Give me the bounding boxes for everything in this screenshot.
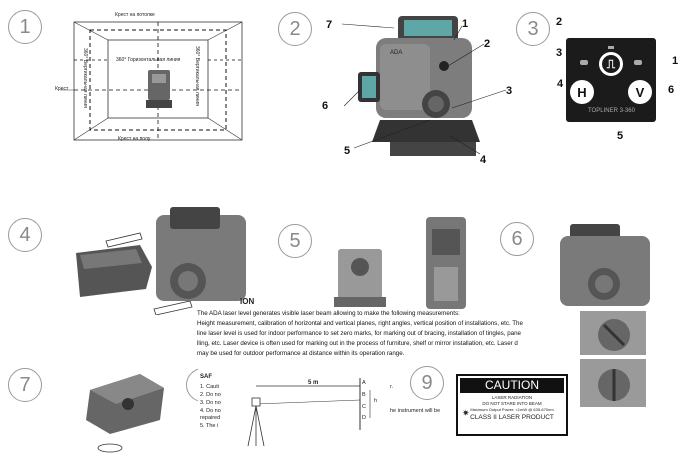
callout-5: 5 bbox=[617, 130, 624, 142]
bracket-illustration bbox=[86, 374, 164, 453]
control-panel: ⎍ H V TOPLINER 3-360 bbox=[566, 38, 656, 122]
power-button[interactable]: ⎍ bbox=[599, 52, 623, 76]
callout-5: 5 bbox=[344, 145, 351, 157]
step-number-4: 4 bbox=[8, 218, 42, 252]
safety-item-4: 4. Do no bbox=[200, 408, 221, 414]
room-projection-diagram bbox=[60, 21, 243, 141]
vertical-line-left-label: 360° Вертикальная линия bbox=[82, 48, 88, 108]
section-heading-fragment: ION bbox=[240, 297, 255, 306]
caution-line-2: DO NOT STARE INTO BEAM bbox=[482, 401, 542, 406]
callout-2: 2 bbox=[484, 38, 491, 50]
ceiling-cross-label: Крест на потолке bbox=[115, 12, 155, 18]
dial-positions-illustration bbox=[580, 311, 646, 407]
device-side-illustration bbox=[560, 224, 650, 306]
indicator-led-left bbox=[580, 60, 588, 65]
safety-item-4b: repaired bbox=[200, 415, 221, 421]
description-line-3: line laser level is used for indoor perf… bbox=[197, 330, 521, 337]
indicator-led-top bbox=[608, 46, 614, 49]
vertical-line-right-label: 360° Вертикальная линия bbox=[194, 46, 200, 106]
base-views-illustration bbox=[334, 217, 466, 309]
step-label: 9 bbox=[421, 371, 433, 394]
step-label: 1 bbox=[19, 15, 31, 38]
callout-4: 4 bbox=[480, 154, 487, 166]
callout-6: 6 bbox=[668, 84, 675, 96]
safety-item-2: 2. Do no bbox=[200, 392, 221, 398]
caution-line-3: Maximum Output Power: <1mW @ 635-670nm bbox=[470, 407, 554, 412]
caution-title: CAUTION bbox=[460, 378, 564, 393]
step-label: 6 bbox=[511, 227, 523, 250]
point-a-label: A bbox=[362, 380, 366, 386]
point-d-label: D bbox=[362, 415, 366, 421]
point-b-label: B bbox=[362, 392, 366, 398]
height-label: h bbox=[374, 398, 378, 404]
vertical-mode-label: V bbox=[635, 84, 645, 100]
model-name: TOPLINER 3-360 bbox=[588, 108, 635, 114]
step-label: 5 bbox=[289, 229, 301, 252]
description-line-1: The ADA laser level generates visible la… bbox=[197, 310, 460, 317]
safety-item-3: 3. Do no bbox=[200, 400, 221, 406]
callout-leader-lines bbox=[341, 23, 507, 155]
point-c-label: C bbox=[362, 404, 366, 410]
horizontal-line-label: 360° Горизонтальная линия bbox=[116, 57, 181, 63]
callout-3: 3 bbox=[506, 85, 513, 97]
cross-label: Крест bbox=[55, 86, 69, 92]
description-line-5: may be used for outdoor performance at d… bbox=[197, 350, 405, 357]
step-number-6: 6 bbox=[500, 222, 534, 256]
callout-2: 2 bbox=[556, 16, 563, 28]
callout-1: 1 bbox=[672, 55, 679, 67]
description-line-2: Height measurement, calibration of horiz… bbox=[197, 320, 523, 327]
step-number-1: 1 bbox=[8, 10, 42, 44]
callout-1: 1 bbox=[462, 18, 469, 30]
measurement-area bbox=[198, 368, 378, 426]
description-line-4: lling, etc. Laser device is often used f… bbox=[197, 340, 518, 347]
horizontal-mode-label: H bbox=[577, 84, 587, 100]
step-label: 7 bbox=[19, 373, 31, 396]
horizontal-mode-button[interactable]: H bbox=[570, 80, 594, 104]
step-label: 4 bbox=[19, 223, 31, 246]
laser-level-device-illustration: ADA bbox=[358, 16, 480, 156]
callout-4: 4 bbox=[557, 78, 564, 90]
step-number-3: 3 bbox=[516, 12, 550, 46]
callout-6: 6 bbox=[322, 100, 329, 112]
vertical-mode-button[interactable]: V bbox=[628, 80, 652, 104]
brand-label: ADA bbox=[390, 50, 402, 56]
power-icon: ⎍ bbox=[606, 56, 616, 71]
step-number-7: 7 bbox=[8, 368, 42, 402]
safety-fragment-right-1: r. bbox=[390, 384, 394, 390]
safety-heading-fragment: SAF bbox=[200, 374, 212, 380]
step-number-9: 9 bbox=[410, 366, 444, 400]
caution-line-1: LASER RADIATION bbox=[491, 395, 533, 400]
safety-item-1: 1. Cauti bbox=[200, 384, 219, 390]
indicator-led-right bbox=[634, 60, 642, 65]
callout-7: 7 bbox=[326, 19, 333, 31]
laser-starburst-icon: ✷ bbox=[462, 408, 470, 418]
mount-attachment-illustration bbox=[76, 207, 246, 315]
step-label: 2 bbox=[289, 17, 301, 40]
floor-cross-label: Крест на полу bbox=[118, 136, 151, 142]
step-label: 3 bbox=[527, 17, 539, 40]
distance-label: 5 m bbox=[308, 380, 319, 386]
safety-item-5: 5. The i bbox=[200, 423, 219, 429]
step-number-2: 2 bbox=[278, 12, 312, 46]
callout-3: 3 bbox=[556, 47, 563, 59]
distance-measurement-diagram bbox=[247, 378, 371, 447]
step-number-5: 5 bbox=[278, 224, 312, 258]
caution-line-4: CLASS II LASER PRODUCT bbox=[470, 414, 554, 421]
safety-fragment-right-2: he instrument will be bbox=[390, 408, 441, 414]
caution-label: CAUTION LASER RADIATION DO NOT STARE INT… bbox=[456, 374, 568, 436]
